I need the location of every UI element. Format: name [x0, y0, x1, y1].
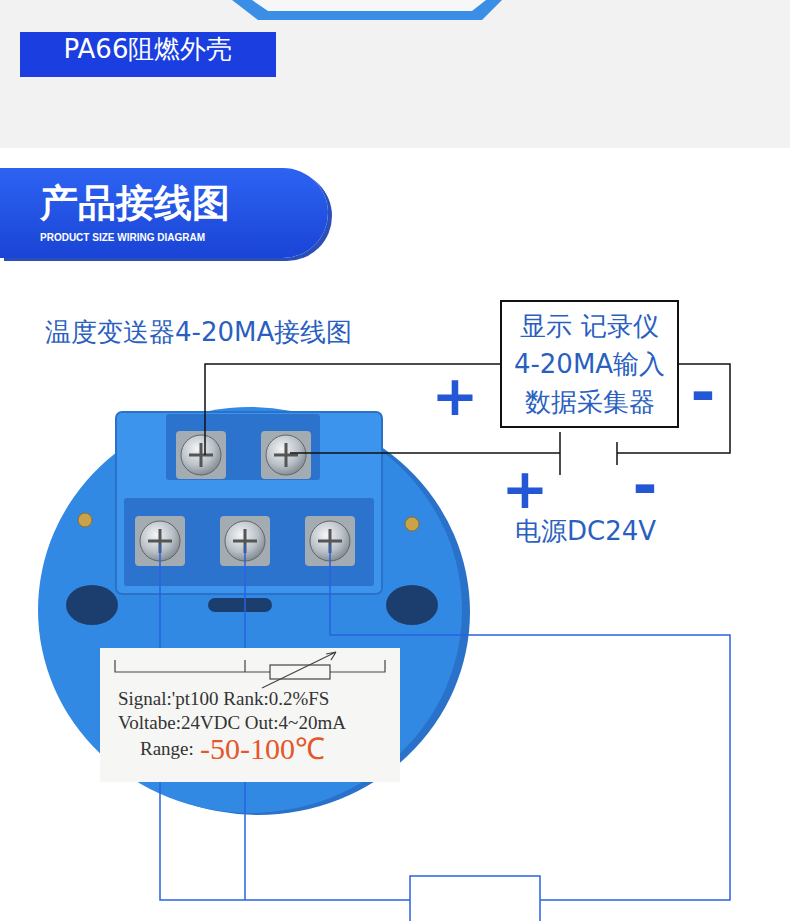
small-screw — [78, 513, 92, 527]
signal-wire — [290, 452, 560, 454]
banner-heading: 产品接线图 — [40, 180, 230, 226]
spec-text: Voltabe:24VDC Out:4~20mA — [118, 712, 346, 734]
small-screw — [405, 517, 419, 531]
product-edge — [232, 0, 502, 20]
diagram-title: 温度变送器4-20MA接线图 — [45, 314, 352, 350]
power-label: 电源DC24V — [515, 514, 656, 549]
display-text: 显示 记录仪 4-20MA输入 数据采集器 — [502, 307, 677, 421]
battery-symbol — [559, 432, 561, 475]
spec-text: Range: — [140, 738, 194, 760]
nameplate: Signal:'pt100 Rank:0.2%FSVoltabe:24VDC O… — [100, 648, 400, 782]
slot — [208, 598, 272, 612]
tag-box: PA66阻燃外壳 — [20, 32, 276, 77]
screw-terminal — [261, 431, 311, 479]
terminal-cell — [166, 414, 320, 480]
screw-terminal — [176, 431, 226, 479]
mount-hole — [386, 585, 438, 625]
spec-text: Signal:'pt100 Rank:0.2%FS — [118, 688, 329, 710]
polarity-sign: - — [633, 450, 658, 520]
terminal-block — [116, 412, 382, 594]
display-box: 显示 记录仪 4-20MA输入 数据采集器 — [500, 300, 679, 428]
product-face — [252, 0, 486, 11]
polarity-sign: + — [502, 456, 549, 521]
resistor-symbol — [100, 648, 400, 692]
range-value: -50-100℃ — [200, 732, 325, 766]
transmitter-body — [38, 407, 462, 813]
mount-hole — [66, 585, 118, 625]
terminal-cell — [124, 498, 374, 586]
banner-subtitle: PRODUCT SIZE WIRING DIAGRAM — [40, 232, 205, 244]
polarity-sign: + — [432, 363, 479, 428]
section-banner: 产品接线图 PRODUCT SIZE WIRING DIAGRAM — [0, 168, 328, 258]
top-band — [0, 0, 790, 148]
sensor-box — [410, 876, 540, 921]
battery-symbol — [616, 442, 618, 465]
tag-text: PA66阻燃外壳 — [20, 32, 276, 77]
polarity-sign: - — [691, 357, 716, 427]
